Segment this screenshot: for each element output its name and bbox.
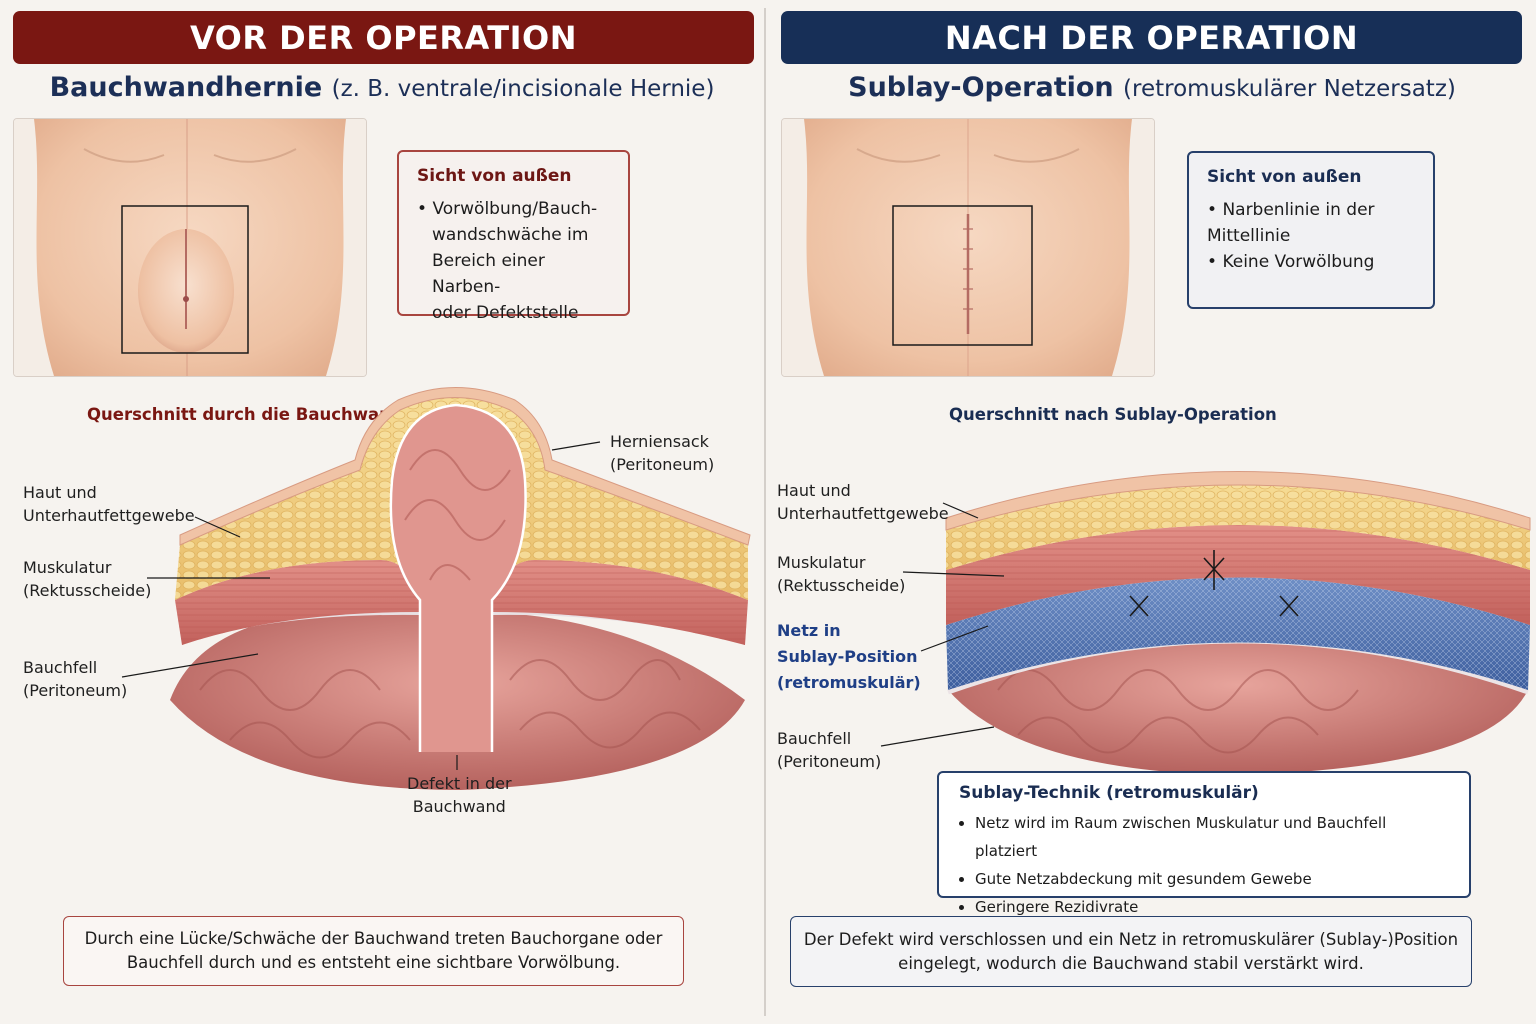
after-title-main: Sublay-Operation — [848, 72, 1114, 103]
suture-marks — [1129, 550, 1299, 617]
after-external-view-box: Sicht von außen • Narbenlinie in der Mit… — [1187, 151, 1435, 309]
after-operation-panel: NACH DER OPERATION Sublay-Operation (ret… — [768, 0, 1536, 1024]
after-summary: Der Defekt wird verschlossen und ein Net… — [790, 916, 1472, 987]
before-title: Bauchwandhernie (z. B. ventrale/incision… — [0, 72, 764, 103]
before-title-main: Bauchwandhernie — [49, 72, 323, 103]
before-section-title: Querschnitt durch die Bauchwand — [87, 405, 403, 424]
panel-divider — [764, 8, 766, 1016]
after-external-item: • Narbenlinie in der Mittellinie — [1207, 200, 1375, 246]
before-summary: Durch eine Lücke/Schwäche der Bauchwand … — [63, 916, 684, 986]
before-external-title: Sicht von außen — [417, 166, 572, 186]
before-external-item: wandschwäche im — [432, 225, 589, 245]
before-torso-image — [13, 118, 367, 377]
sublay-technique-box: Sublay-Technik (retromuskulär) Netz wird… — [937, 771, 1471, 916]
after-banner: NACH DER OPERATION — [781, 11, 1522, 64]
before-banner: VOR DER OPERATION — [13, 11, 754, 64]
sublay-technique-title: Sublay-Technik (retromuskulär) — [959, 783, 1259, 803]
after-external-item: • Keine Vorwölbung — [1207, 252, 1375, 272]
after-label-muscle: Muskulatur(Rektusscheide) — [777, 553, 906, 595]
after-label-peritoneum: Bauchfell(Peritoneum) — [777, 729, 882, 771]
before-external-item: • Vorwölbung/Bauch- — [417, 199, 598, 219]
before-label-peritoneum: Bauchfell(Peritoneum) — [23, 658, 128, 700]
before-external-item: oder Defektstelle — [432, 303, 579, 323]
intestine-loops — [199, 659, 701, 759]
before-title-sub: (z. B. ventrale/incisionale Hernie) — [331, 76, 715, 102]
before-operation-panel: VOR DER OPERATION Bauchwandhernie (z. B.… — [0, 0, 764, 1024]
herniated-loops — [404, 449, 511, 581]
sublay-technique-item: Gute Netzabdeckung mit gesundem Gewebe — [975, 865, 1449, 893]
before-label-muscle: Muskulatur(Rektusscheide) — [23, 558, 152, 600]
before-external-item: Bereich einer Narben- — [432, 251, 545, 297]
intestine-loops-after — [997, 669, 1359, 754]
sublay-technique-item: Netz wird im Raum zwischen Muskulatur un… — [975, 809, 1449, 865]
after-title: Sublay-Operation (retromuskulärer Netzer… — [768, 72, 1536, 103]
sublay-cross-section — [880, 471, 1531, 775]
sublay-technique-item: Geringere Rezidivrate — [975, 893, 1449, 921]
before-external-view-box: Sicht von außen • Vorwölbung/Bauch- wand… — [397, 150, 630, 323]
after-title-sub: (retromuskulärer Netzersatz) — [1123, 76, 1456, 102]
after-torso-image — [781, 118, 1155, 377]
before-label-hernia-sac: Herniensack(Peritoneum) — [610, 432, 715, 474]
scar-stitch-marks — [963, 228, 973, 310]
hernia-cross-section — [121, 387, 751, 790]
after-external-title: Sicht von außen — [1207, 167, 1362, 187]
after-section-title: Querschnitt nach Sublay-Operation — [949, 405, 1277, 424]
